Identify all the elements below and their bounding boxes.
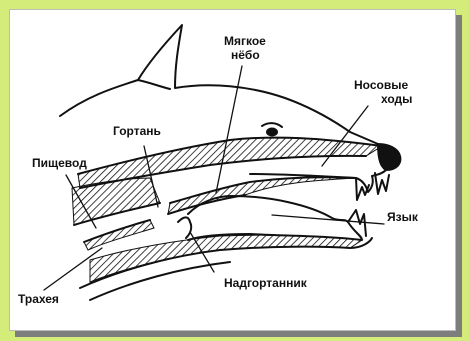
ear-line <box>138 80 170 89</box>
label-esophagus: Пищевод <box>32 156 87 170</box>
tongue-outline <box>188 196 362 240</box>
label-soft-palate: Мягкое нёбо <box>224 34 266 62</box>
trachea-hatch <box>90 235 362 282</box>
soft-palate-hatch <box>168 177 356 214</box>
nose-outline <box>378 144 400 170</box>
diagram-panel: Мягкое нёбо Гортань Носовые ходы Пищевод… <box>9 9 456 331</box>
esophagus-hatch <box>72 178 160 225</box>
label-epiglottis: Надгортанник <box>224 276 307 290</box>
eye <box>267 129 277 136</box>
label-tongue: Язык <box>387 210 418 224</box>
epiglottis-shape <box>178 217 191 238</box>
label-nasal-passages: Носовые ходы <box>354 78 412 106</box>
label-trachea: Трахея <box>18 292 59 306</box>
head-outline <box>60 25 378 144</box>
label-larynx: Гортань <box>113 124 161 138</box>
